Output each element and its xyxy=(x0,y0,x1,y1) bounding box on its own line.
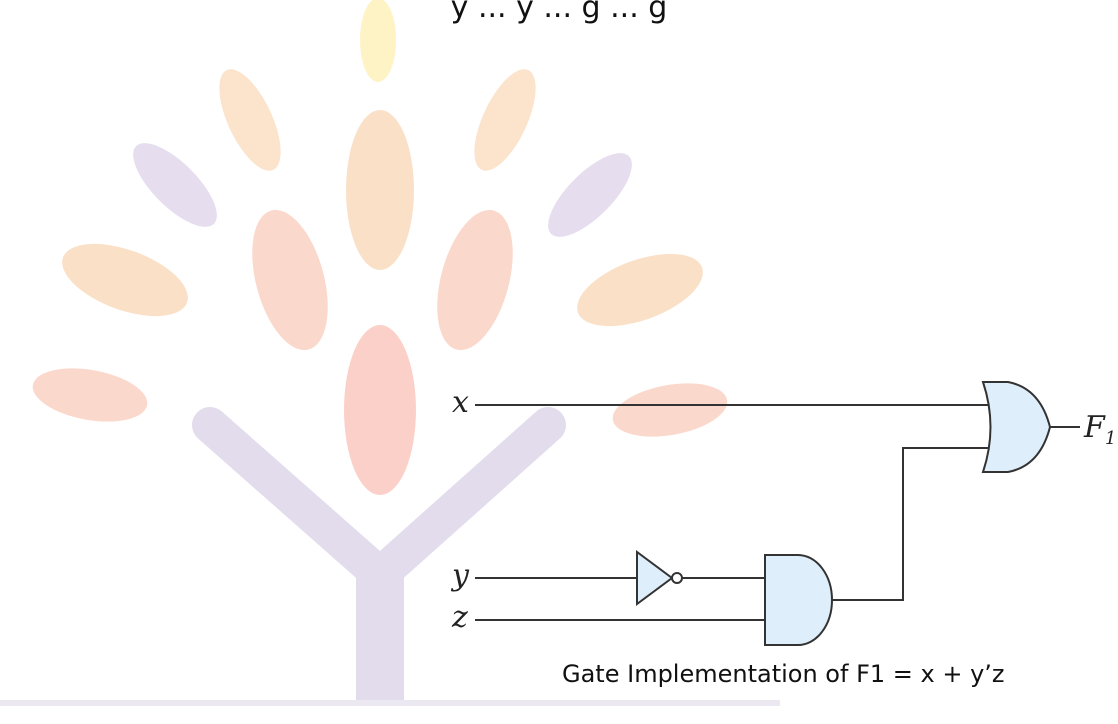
wire-and-output xyxy=(832,447,989,601)
watermark-leaf xyxy=(474,69,536,171)
partial-header-text: y ... y ... g ... g xyxy=(450,0,668,25)
or-gate xyxy=(981,381,1052,473)
watermark-leaf xyxy=(577,253,703,327)
diagram-caption: Gate Implementation of F1 = x + y’z xyxy=(562,660,1005,688)
watermark-leaf xyxy=(344,325,416,495)
output-label: F1 xyxy=(1083,410,1116,449)
not-gate-bubble xyxy=(671,572,683,584)
watermark-leaf xyxy=(548,153,632,237)
input-label-y: y xyxy=(450,558,470,593)
watermark-leaf xyxy=(437,209,513,351)
wires xyxy=(475,404,1080,621)
watermark-leaf xyxy=(133,143,217,227)
watermark-trunk-stem xyxy=(356,560,404,700)
watermark-tree-logo xyxy=(0,0,780,706)
watermark-leaf xyxy=(219,69,281,171)
and-gate xyxy=(764,554,833,646)
watermark-leaf xyxy=(612,383,728,437)
watermark-leaf xyxy=(252,209,328,351)
watermark-leaf xyxy=(62,243,188,317)
not-gate xyxy=(636,550,683,606)
input-label-z: z xyxy=(451,600,468,635)
watermark-base xyxy=(0,700,780,706)
output-label-main: F xyxy=(1083,410,1106,445)
watermark-leaf xyxy=(360,0,396,82)
watermark-leaf xyxy=(346,110,414,270)
watermark-leaf xyxy=(32,368,148,422)
input-label-x: x xyxy=(452,385,469,420)
output-label-subscript: 1 xyxy=(1105,428,1116,449)
